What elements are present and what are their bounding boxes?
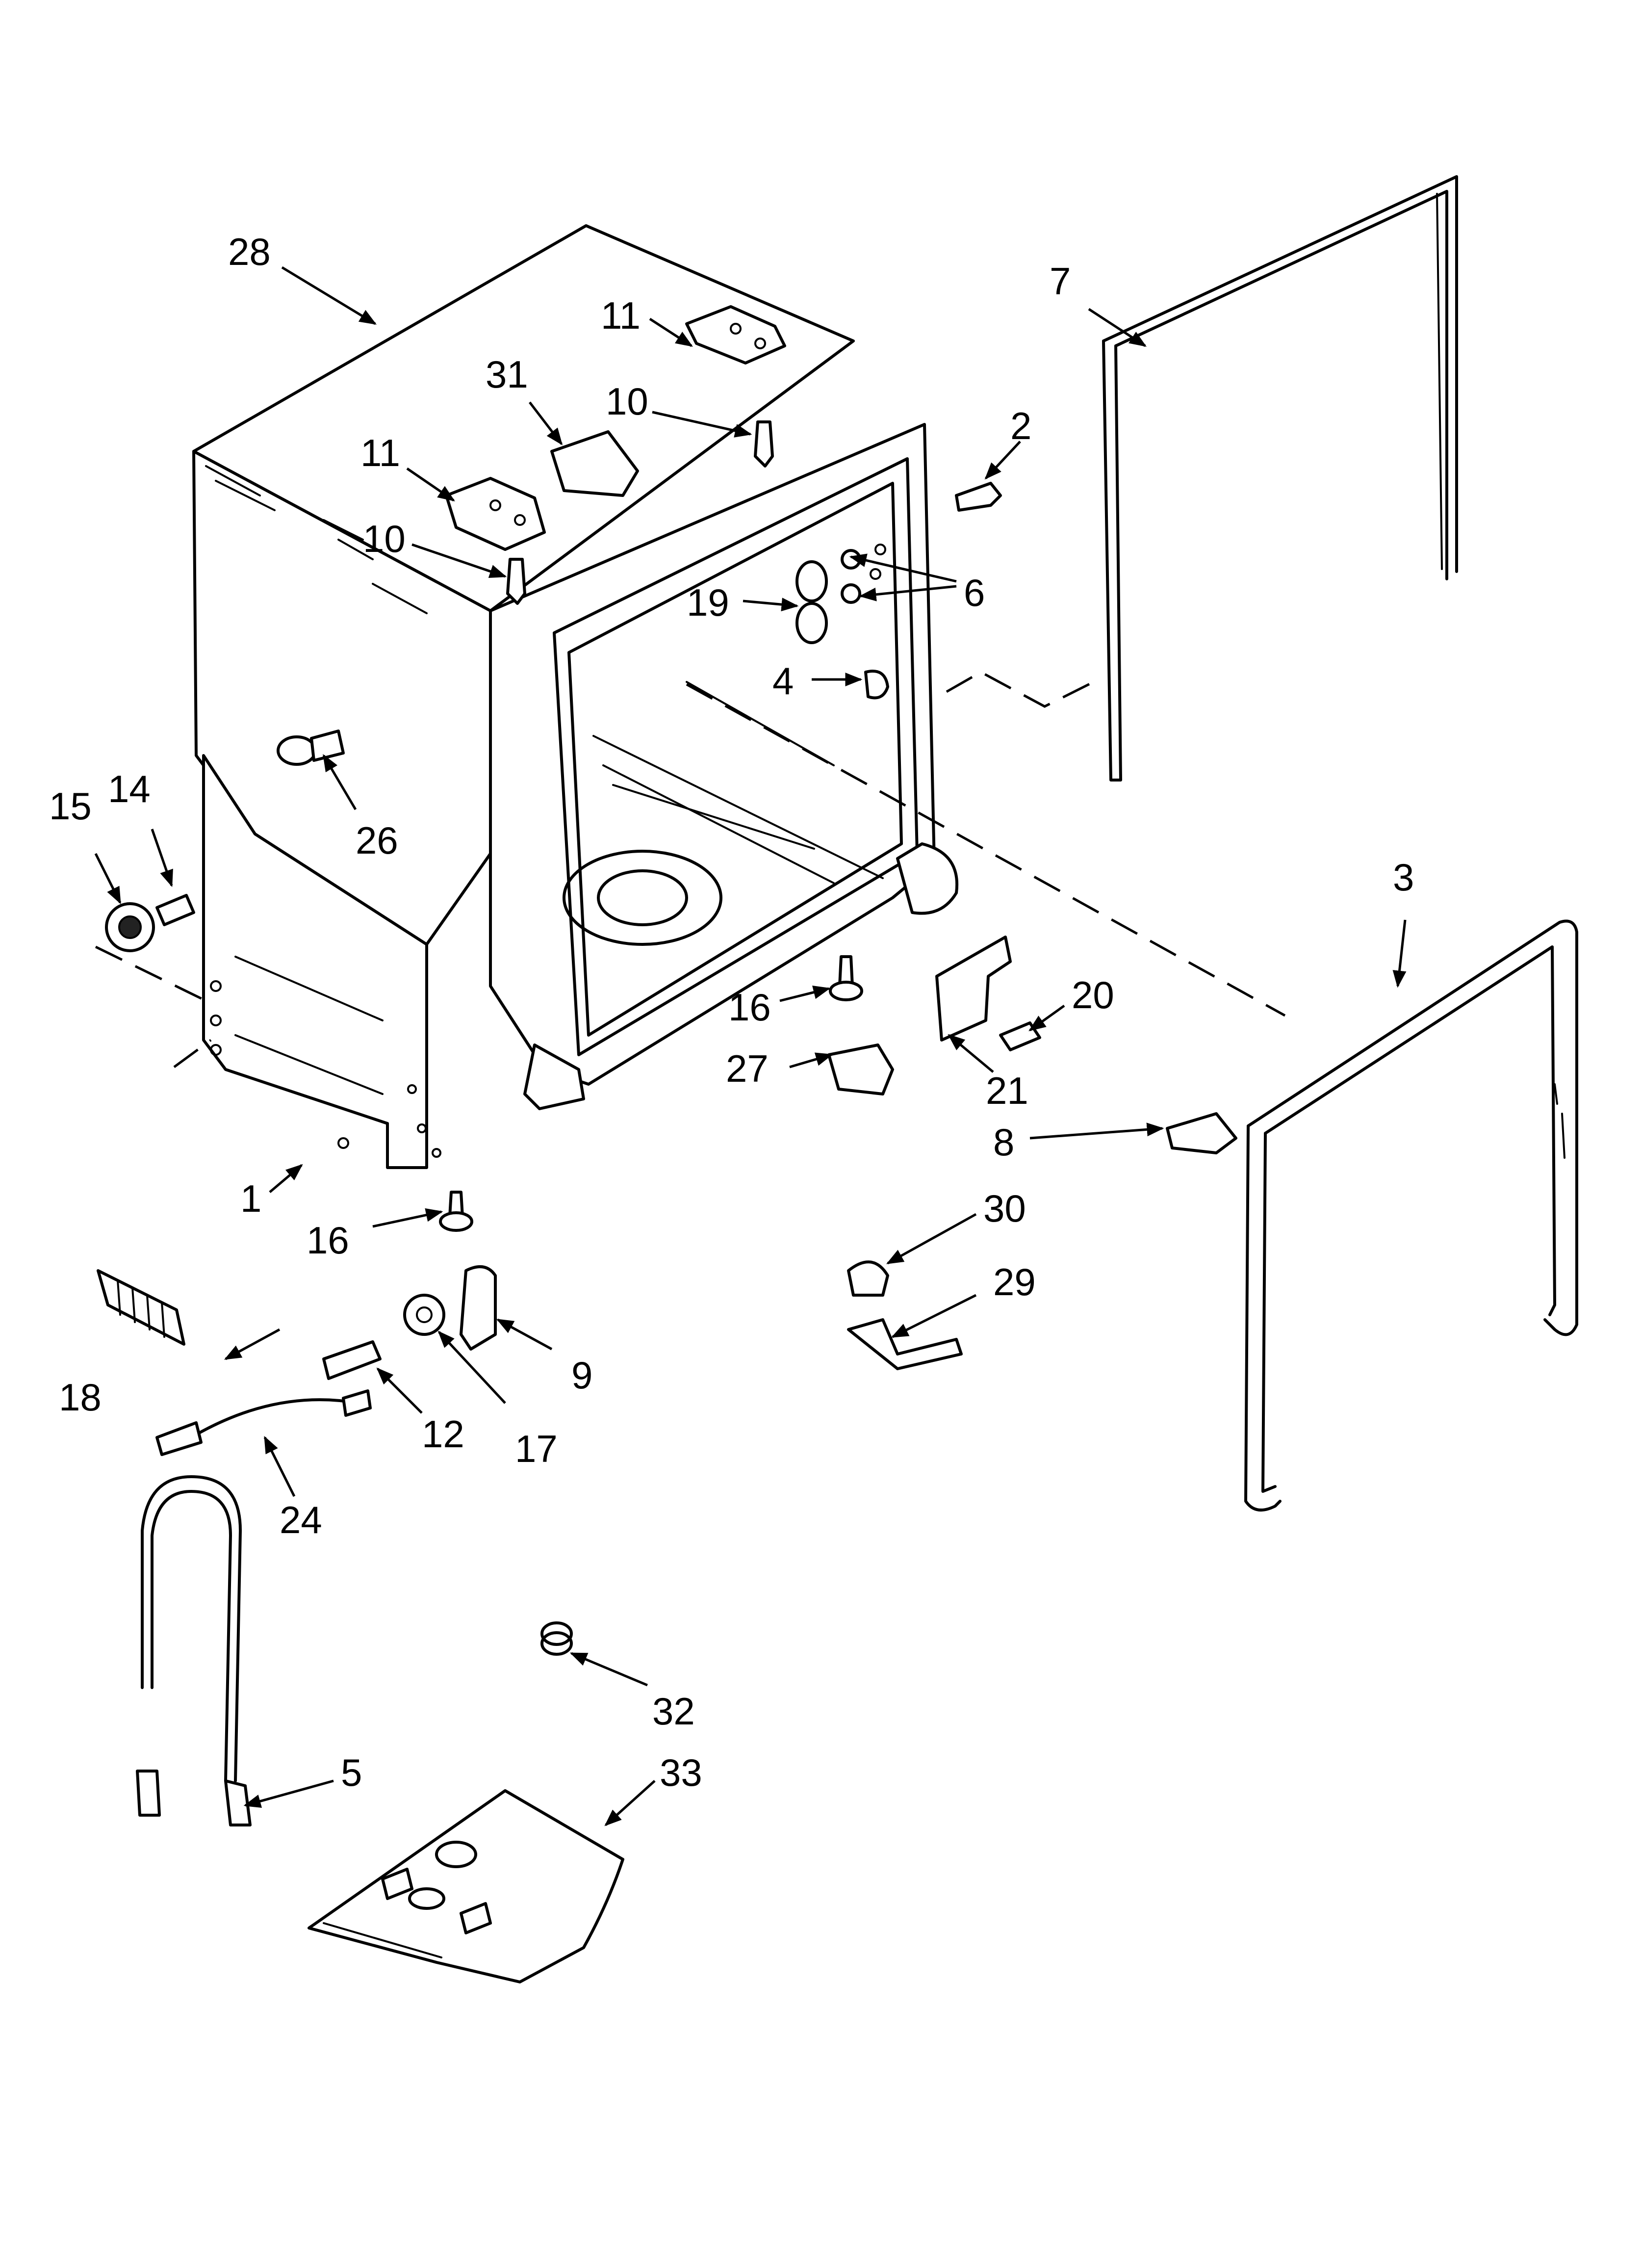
parts-bag-33 [308,1789,624,1983]
clamp-32 [540,1621,573,1656]
callout-17: 17 [515,1427,558,1470]
callout-30: 30 [983,1187,1026,1230]
callout-20: 20 [1072,973,1114,1017]
clip-27 [827,1043,894,1095]
foot-16-upper [829,955,863,1001]
clip-8 [1166,1112,1237,1154]
callout-7: 7 [1050,260,1071,303]
callout-24: 24 [280,1498,322,1541]
callout-15: 15 [49,784,92,828]
callout-11-top: 11 [601,294,641,337]
assembly-line [173,1039,212,1069]
hinge-plate-9 [460,1265,497,1351]
tub-assembly [192,224,959,1169]
callout-8: 8 [993,1121,1014,1164]
callout-32: 32 [652,1690,695,1733]
callout-16-upper: 16 [728,986,771,1029]
bolt-12 [322,1340,382,1380]
clip-31 [550,430,639,497]
leader-lines [94,266,1407,1826]
callout-9: 9 [571,1354,592,1397]
bracket-29 [847,1318,963,1370]
screw-10-top [754,420,774,468]
bracket-21 [935,936,1012,1042]
foot-16-lower [439,1191,473,1232]
callout-18: 18 [59,1376,102,1419]
callout-labels: 28 7 11 31 10 2 11 10 6 19 4 26 15 14 3 … [49,230,1414,1794]
callout-14: 14 [108,767,151,810]
callout-31: 31 [486,353,528,396]
callout-19: 19 [687,581,729,624]
door-gasket-7 [1102,175,1458,782]
callout-29: 29 [993,1260,1036,1303]
callout-26: 26 [356,819,398,862]
callout-16-lower: 16 [307,1219,349,1262]
nut-15 [105,902,155,952]
plug-26 [277,730,345,766]
callout-4: 4 [772,659,794,703]
bracket-11-top [685,305,786,365]
part-30 [847,1260,889,1297]
callout-21: 21 [986,1069,1028,1112]
roller-17 [403,1294,445,1336]
spring-18 [97,1269,185,1346]
bracket-11-lower [445,477,546,551]
screw-2 [955,482,1002,512]
tub-gasket-3 [1244,919,1578,1512]
assembly-line [946,671,1095,708]
rollers-19 [795,560,828,644]
callout-5: 5 [341,1751,362,1794]
callout-2: 2 [1010,404,1031,447]
assembly-line [686,683,1286,1017]
ground-wire-24 [155,1389,372,1456]
screw-14 [155,894,195,926]
callout-11-lower: 11 [360,431,400,474]
callout-27: 27 [726,1047,769,1090]
callout-10-lower: 10 [363,517,406,560]
screw-10-lower [506,558,526,605]
callout-10-top: 10 [606,380,648,423]
plug-4 [864,670,889,700]
callout-33: 33 [660,1751,702,1794]
hose-5 [136,1475,252,1826]
assembly-line [95,945,207,1002]
callout-1: 1 [240,1177,261,1220]
callout-3: 3 [1393,856,1414,899]
callout-12: 12 [422,1412,464,1456]
callout-28: 28 [228,230,271,273]
callout-6: 6 [964,571,985,614]
